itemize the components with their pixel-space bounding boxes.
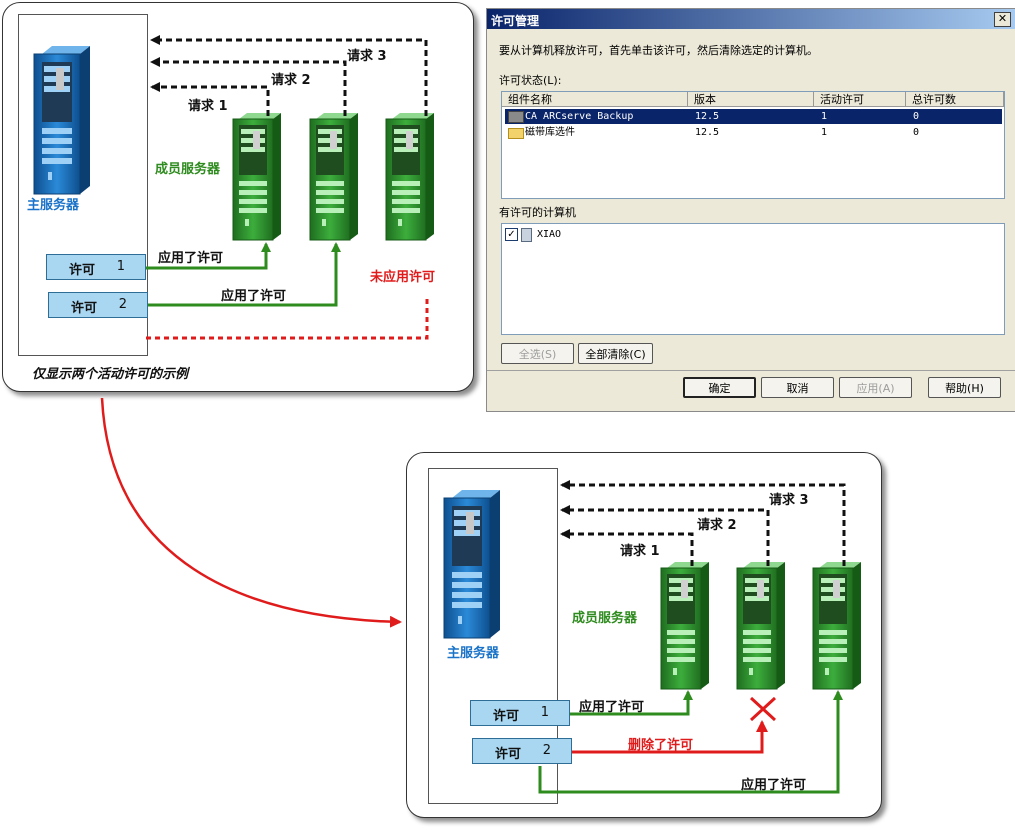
row-version: 12.5: [695, 127, 720, 138]
bottom-request-2-label: 请求 2: [697, 518, 737, 533]
dialog-title: 许可管理: [491, 14, 540, 28]
bottom-license-2-number: 2: [542, 743, 551, 758]
row-name: CA ARCserve Backup: [525, 111, 634, 122]
cancel-button[interactable]: 取消: [761, 377, 834, 398]
folder-icon: [508, 128, 524, 139]
component-icon: [508, 111, 524, 123]
license-status-list[interactable]: 组件名称 版本 活动许可 总许可数 CA ARCserve Backup 12.…: [501, 91, 1005, 199]
row-total: 0: [913, 127, 920, 138]
top-member-server-2-icon: [309, 112, 359, 241]
dialog-titlebar[interactable]: 许可管理 ✕: [487, 9, 1015, 29]
license-management-dialog: 许可管理 ✕ 要从计算机释放许可，首先单击该许可，然后清除选定的计算机。 许可状…: [486, 8, 1015, 412]
top-not-applied-line: [146, 298, 429, 340]
list-item[interactable]: ✓ XIAO: [505, 227, 705, 242]
dialog-divider: [487, 370, 1015, 371]
top-applied-1-arrow: [146, 242, 271, 270]
bottom-member-label: 成员服务器: [572, 611, 638, 626]
top-applied-1-label: 应用了许可: [158, 251, 224, 266]
top-request-3-label: 请求 3: [347, 49, 387, 64]
top-request-3-arrow: [150, 35, 428, 116]
top-license-1-label: 许可: [69, 263, 96, 278]
top-member-server-1-icon: [232, 112, 282, 241]
table-row[interactable]: CA ARCserve Backup 12.5 1 0: [505, 109, 1002, 124]
table-row[interactable]: 磁带库选件 12.5 1 0: [505, 125, 1002, 140]
bottom-license-1-label: 许可: [493, 709, 520, 724]
computer-name: XIAO: [537, 229, 562, 240]
bottom-request-3-label: 请求 3: [769, 493, 809, 508]
top-caption: 仅显示两个活动许可的示例: [32, 367, 189, 382]
computer-icon: [521, 228, 532, 242]
column-header-component[interactable]: 组件名称: [502, 92, 688, 107]
top-request-2-label: 请求 2: [271, 73, 311, 88]
bottom-applied-3-label: 应用了许可: [741, 778, 807, 793]
top-master-label: 主服务器: [27, 198, 80, 213]
bottom-license-2-label: 许可: [495, 747, 522, 762]
license-status-label: 许可状态(L):: [499, 74, 562, 87]
help-button[interactable]: 帮助(H): [928, 377, 1001, 398]
bottom-request-1-label: 请求 1: [620, 544, 660, 559]
bottom-master-label: 主服务器: [447, 646, 500, 661]
clear-all-button[interactable]: 全部清除(C): [578, 343, 653, 364]
apply-button[interactable]: 应用(A): [839, 377, 912, 398]
ok-button[interactable]: 确定: [683, 377, 756, 398]
row-total: 0: [913, 111, 920, 122]
row-version: 12.5: [695, 111, 720, 122]
row-active: 1: [821, 111, 828, 122]
column-header-total[interactable]: 总许可数: [906, 92, 1004, 107]
top-license-2-number: 2: [118, 297, 127, 312]
licensed-computers-label: 有许可的计算机: [499, 206, 576, 219]
select-all-button[interactable]: 全选(S): [501, 343, 574, 364]
top-applied-2-label: 应用了许可: [221, 289, 287, 304]
top-license-1: 许可 1: [46, 254, 146, 280]
bottom-license-1-number: 1: [540, 705, 549, 720]
bottom-applied-1-label: 应用了许可: [579, 700, 645, 715]
top-request-1-label: 请求 1: [188, 99, 228, 114]
top-not-applied-label: 未应用许可: [370, 270, 436, 285]
dialog-instruction: 要从计算机释放许可，首先单击该许可，然后清除选定的计算机。: [499, 44, 818, 57]
column-header-version[interactable]: 版本: [688, 92, 814, 107]
top-license-2-label: 许可: [71, 301, 98, 316]
top-master-server-icon: [33, 45, 91, 195]
row-active: 1: [821, 127, 828, 138]
top-applied-2-arrow: [146, 242, 341, 307]
transition-arrow: [100, 397, 402, 628]
column-header-active[interactable]: 活动许可: [814, 92, 906, 107]
bottom-license-2: 许可 2: [472, 738, 572, 764]
close-icon[interactable]: ✕: [994, 12, 1011, 27]
bottom-removed-label: 删除了许可: [628, 738, 694, 753]
top-member-label: 成员服务器: [155, 162, 221, 177]
checkbox-checked-icon[interactable]: ✓: [505, 228, 518, 241]
top-license-2: 许可 2: [48, 292, 148, 318]
top-request-2-arrow: [150, 57, 347, 116]
top-member-server-3-icon: [385, 112, 435, 241]
row-name: 磁带库选件: [525, 127, 575, 138]
top-license-1-number: 1: [116, 259, 125, 274]
licensed-computers-list[interactable]: ✓ XIAO: [501, 223, 1005, 335]
bottom-license-1: 许可 1: [470, 700, 570, 726]
